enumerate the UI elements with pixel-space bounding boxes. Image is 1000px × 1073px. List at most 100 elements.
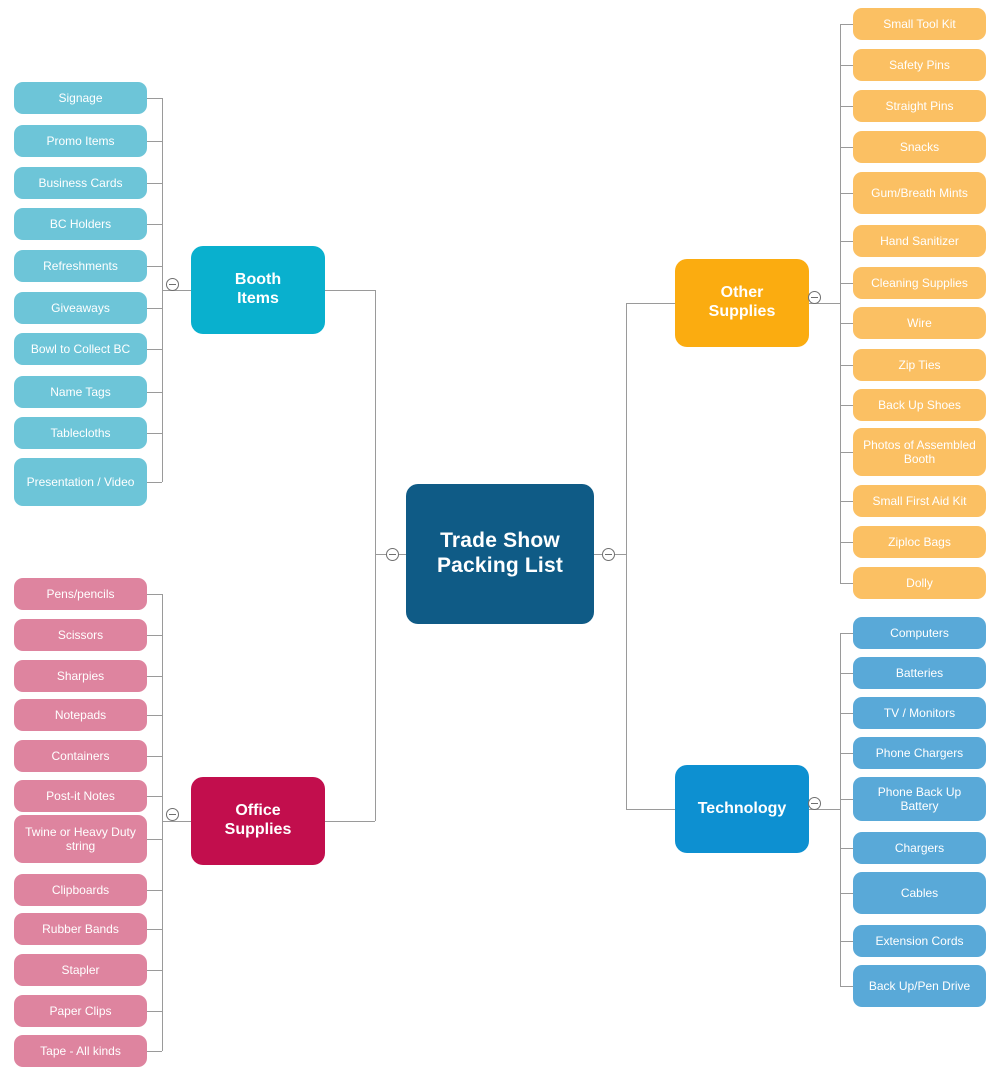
leaf-node-other-supplies-5[interactable]: Hand Sanitizer (853, 225, 986, 257)
leaf-node-office-supplies-10[interactable]: Paper Clips (14, 995, 147, 1027)
leaf-node-label: Twine or Heavy Duty string (25, 824, 136, 853)
leaf-node-booth-items-4[interactable]: Refreshments (14, 250, 147, 282)
leaf-node-technology-7[interactable]: Extension Cords (853, 925, 986, 957)
leaf-connector (840, 501, 853, 502)
leaf-node-label: Small Tool Kit (883, 16, 956, 31)
leaf-node-technology-8[interactable]: Back Up/Pen Drive (853, 965, 986, 1007)
leaf-node-booth-items-9[interactable]: Presentation / Video (14, 458, 147, 506)
leaf-node-booth-items-0[interactable]: Signage (14, 82, 147, 114)
leaf-connector (840, 106, 853, 107)
leaf-node-label: Tape - All kinds (40, 1043, 121, 1058)
leaf-connector (147, 796, 162, 797)
leaf-node-technology-3[interactable]: Phone Chargers (853, 737, 986, 769)
leaf-connector (840, 673, 853, 674)
leaf-node-technology-0[interactable]: Computers (853, 617, 986, 649)
leaf-node-other-supplies-7[interactable]: Wire (853, 307, 986, 339)
leaf-connector (840, 283, 853, 284)
leaf-connector (840, 65, 853, 66)
leaf-node-label: Extension Cords (875, 933, 964, 948)
leaf-node-office-supplies-2[interactable]: Sharpies (14, 660, 147, 692)
leaf-node-office-supplies-4[interactable]: Containers (14, 740, 147, 772)
leaf-node-label: Snacks (899, 139, 940, 154)
leaf-node-other-supplies-13[interactable]: Dolly (853, 567, 986, 599)
leaf-node-label: Promo Items (46, 133, 115, 148)
branch-node-label: Technology (697, 799, 787, 817)
leaf-node-label: Signage (58, 90, 103, 105)
branch-node-technology[interactable]: Technology (675, 765, 809, 853)
leaf-node-other-supplies-10[interactable]: Photos of Assembled Booth (853, 428, 986, 476)
leaf-node-office-supplies-8[interactable]: Rubber Bands (14, 913, 147, 945)
leaf-node-office-supplies-5[interactable]: Post-it Notes (14, 780, 147, 812)
leaf-node-technology-5[interactable]: Chargers (853, 832, 986, 864)
leaf-node-other-supplies-9[interactable]: Back Up Shoes (853, 389, 986, 421)
leaf-node-booth-items-7[interactable]: Name Tags (14, 376, 147, 408)
leaf-node-other-supplies-2[interactable]: Straight Pins (853, 90, 986, 122)
leaf-node-booth-items-1[interactable]: Promo Items (14, 125, 147, 157)
leaf-connector (840, 799, 853, 800)
leaf-node-office-supplies-6[interactable]: Twine or Heavy Duty string (14, 815, 147, 863)
leaf-connector (840, 323, 853, 324)
leaf-node-booth-items-2[interactable]: Business Cards (14, 167, 147, 199)
leaf-node-other-supplies-11[interactable]: Small First Aid Kit (853, 485, 986, 517)
leaf-node-label: Name Tags (50, 384, 111, 399)
leaf-node-label: BC Holders (49, 216, 112, 231)
leaf-node-technology-6[interactable]: Cables (853, 872, 986, 914)
leaf-node-other-supplies-1[interactable]: Safety Pins (853, 49, 986, 81)
leaf-node-technology-2[interactable]: TV / Monitors (853, 697, 986, 729)
leaf-node-label: TV / Monitors (883, 705, 956, 720)
leaf-node-office-supplies-3[interactable]: Notepads (14, 699, 147, 731)
collapse-toggle-other-supplies[interactable] (808, 291, 821, 304)
leaf-node-booth-items-5[interactable]: Giveaways (14, 292, 147, 324)
collapse-toggle-office-supplies[interactable] (166, 808, 179, 821)
branch-stub-office-supplies (325, 821, 375, 822)
leaf-node-office-supplies-11[interactable]: Tape - All kinds (14, 1035, 147, 1067)
leaf-node-label: Gum/Breath Mints (871, 185, 968, 200)
leaf-node-label: Rubber Bands (42, 921, 119, 936)
branch-spine-office-supplies (375, 554, 376, 821)
leaf-node-other-supplies-8[interactable]: Zip Ties (853, 349, 986, 381)
leaf-node-office-supplies-1[interactable]: Scissors (14, 619, 147, 651)
leaf-connector (840, 405, 853, 406)
leaf-node-label: Wire (907, 315, 932, 330)
leaf-node-office-supplies-0[interactable]: Pens/pencils (14, 578, 147, 610)
leaf-connector (840, 241, 853, 242)
leaf-trunk-connector-technology (809, 809, 840, 810)
leaf-connector (840, 633, 853, 634)
leaf-node-booth-items-6[interactable]: Bowl to Collect BC (14, 333, 147, 365)
leaf-node-technology-4[interactable]: Phone Back Up Battery (853, 777, 986, 821)
leaf-node-office-supplies-7[interactable]: Clipboards (14, 874, 147, 906)
leaf-node-other-supplies-12[interactable]: Ziploc Bags (853, 526, 986, 558)
collapse-toggle-center-left[interactable] (386, 548, 399, 561)
leaf-node-other-supplies-6[interactable]: Cleaning Supplies (853, 267, 986, 299)
leaf-node-label: Phone Back Up Battery (877, 784, 962, 813)
leaf-connector (147, 635, 162, 636)
leaf-node-other-supplies-0[interactable]: Small Tool Kit (853, 8, 986, 40)
leaf-connector (840, 583, 853, 584)
leaf-node-label: Back Up/Pen Drive (868, 978, 971, 993)
branch-stub-technology (626, 809, 675, 810)
leaf-connector (147, 676, 162, 677)
leaf-connector (840, 848, 853, 849)
leaf-node-booth-items-8[interactable]: Tablecloths (14, 417, 147, 449)
leaf-node-other-supplies-3[interactable]: Snacks (853, 131, 986, 163)
leaf-node-office-supplies-9[interactable]: Stapler (14, 954, 147, 986)
leaf-node-label: Pens/pencils (46, 586, 115, 601)
collapse-toggle-technology[interactable] (808, 797, 821, 810)
leaf-node-technology-1[interactable]: Batteries (853, 657, 986, 689)
leaf-node-label: Bowl to Collect BC (30, 341, 131, 356)
leaf-node-label: Refreshments (43, 258, 118, 273)
leaf-node-label: Stapler (61, 962, 100, 977)
leaf-node-booth-items-3[interactable]: BC Holders (14, 208, 147, 240)
leaf-node-label: Small First Aid Kit (872, 493, 967, 508)
collapse-toggle-center-right[interactable] (602, 548, 615, 561)
collapse-toggle-booth-items[interactable] (166, 278, 179, 291)
leaf-node-label: Phone Chargers (875, 745, 964, 760)
leaf-node-label: Safety Pins (889, 57, 950, 72)
leaf-node-label: Clipboards (51, 882, 110, 897)
leaf-node-other-supplies-4[interactable]: Gum/Breath Mints (853, 172, 986, 214)
